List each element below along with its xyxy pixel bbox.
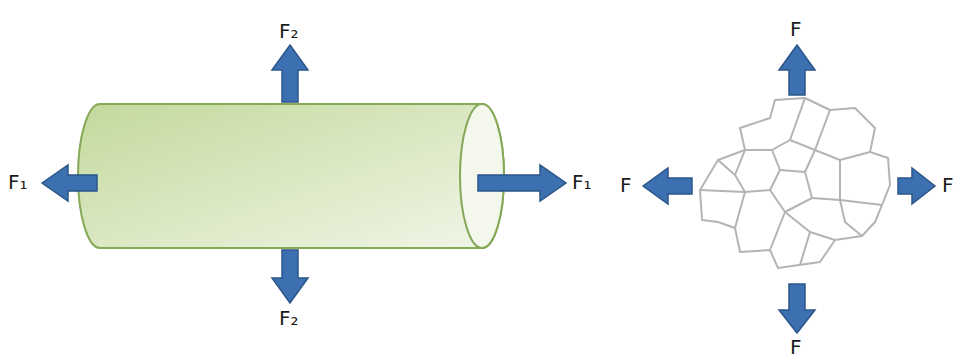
grain-boundary	[780, 150, 815, 172]
grain-boundary	[718, 160, 735, 175]
force-arrow	[272, 250, 308, 303]
grain-boundary	[785, 212, 835, 240]
grain-boundary	[770, 212, 785, 250]
grain-boundary	[840, 200, 882, 205]
grain-boundary	[805, 160, 840, 200]
grain-boundary	[735, 192, 745, 228]
force-arrow	[779, 284, 815, 333]
force-label: F₂	[279, 20, 299, 42]
force-label: F₁	[8, 171, 28, 193]
force-arrow	[898, 168, 935, 204]
grain-boundary	[790, 110, 830, 150]
grain-boundary	[815, 150, 870, 160]
grain-boundary	[700, 190, 745, 192]
force-arrow	[42, 165, 97, 201]
force-label: F₁	[572, 171, 592, 193]
force-arrow	[272, 45, 308, 102]
grain-boundary	[770, 190, 812, 212]
force-label: F	[790, 336, 802, 358]
grain-boundary	[840, 200, 862, 236]
grain-cluster	[700, 98, 890, 268]
grain-boundary	[800, 232, 810, 265]
cylinder-body	[78, 104, 504, 248]
force-arrow	[643, 168, 692, 204]
force-arrow	[779, 45, 815, 95]
force-label: F₂	[279, 307, 299, 329]
force-arrow	[478, 165, 566, 201]
force-label: F	[620, 174, 632, 196]
force-label: F	[942, 174, 954, 196]
grain-outline	[700, 98, 890, 268]
grain-boundary	[735, 150, 780, 192]
force-label: F	[790, 18, 802, 40]
cylinder	[78, 104, 504, 248]
